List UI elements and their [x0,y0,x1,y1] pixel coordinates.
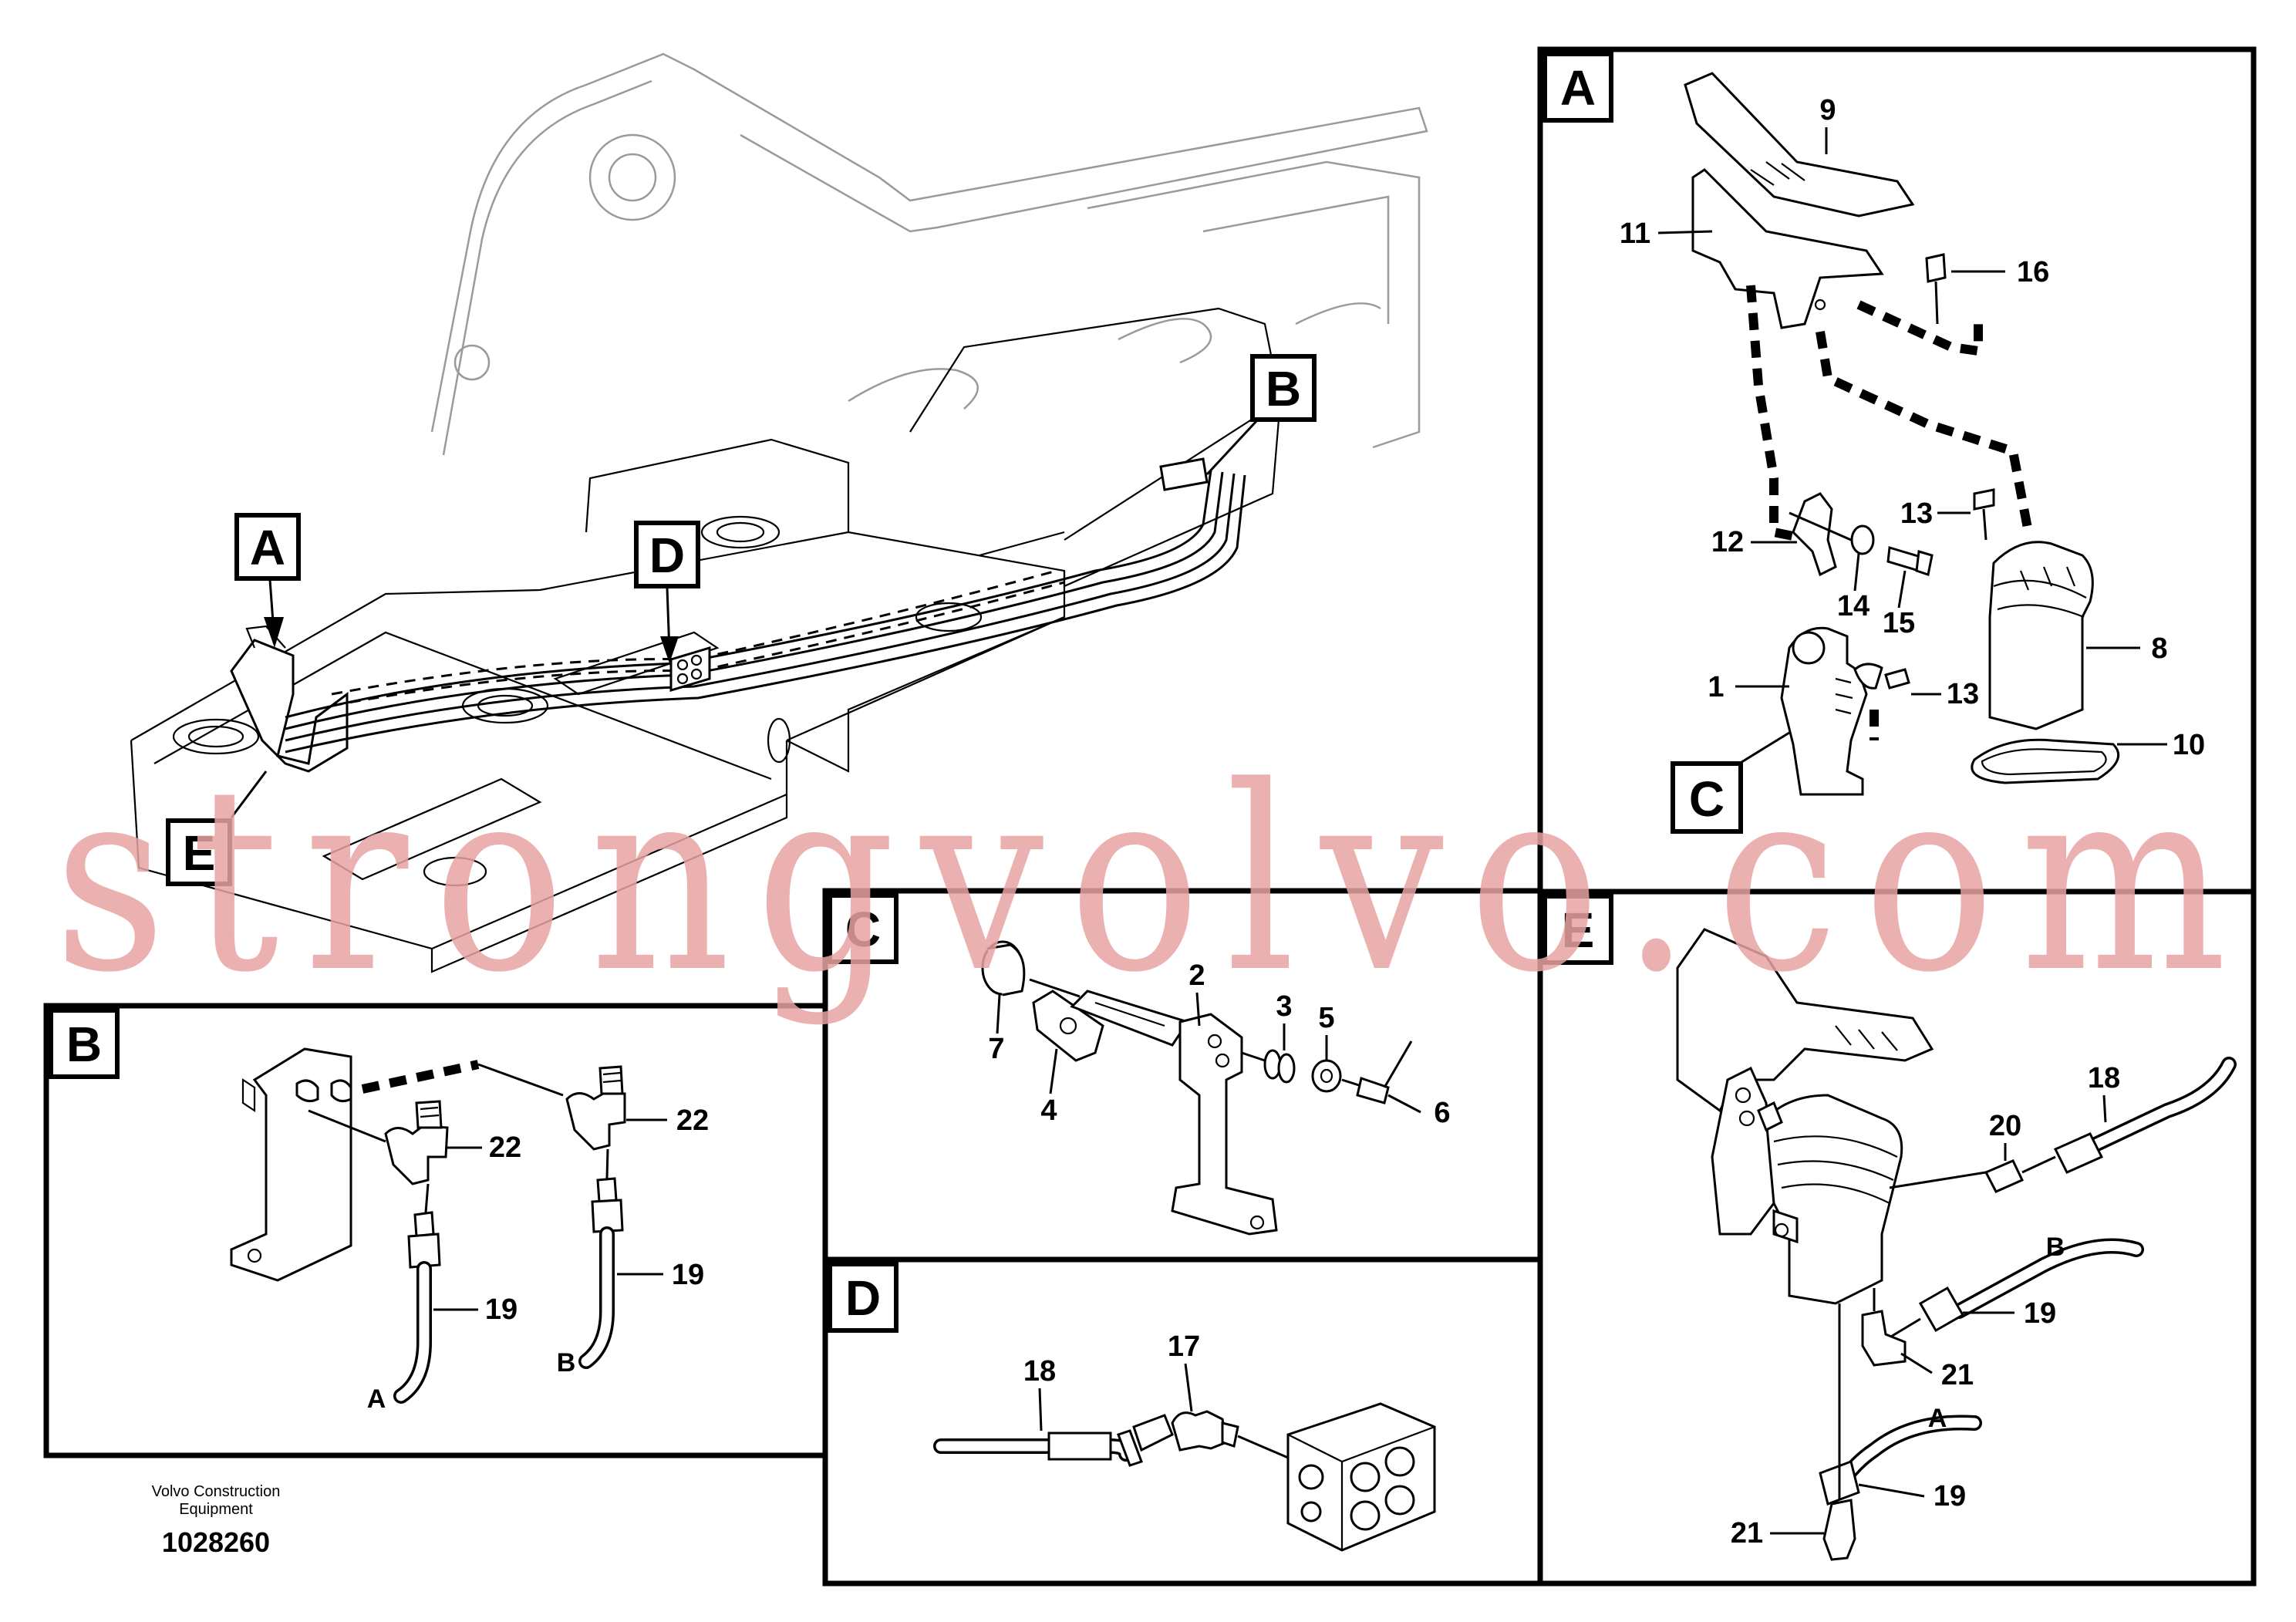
svg-text:D: D [649,528,685,583]
view-a-panel: A [1537,46,2257,895]
view-e-panel: E [1537,889,2257,1587]
svg-text:B: B [557,1348,576,1378]
svg-text:C: C [845,902,881,957]
svg-text:17: 17 [1168,1330,1200,1363]
svg-text:B: B [1266,361,1301,416]
drawing-number: 1028260 [162,1526,270,1558]
svg-text:E: E [1562,902,1595,958]
svg-text:22: 22 [676,1104,709,1137]
svg-text:18: 18 [1023,1355,1056,1388]
svg-text:19: 19 [672,1259,704,1291]
svg-text:13: 13 [1900,497,1933,530]
overview-callout-a[interactable]: A [234,513,301,648]
svg-text:18: 18 [2088,1062,2120,1094]
svg-text:12: 12 [1711,526,1744,558]
company-name-line2: Equipment [179,1501,253,1518]
svg-text:B: B [66,1017,102,1072]
svg-text:14: 14 [1837,590,1870,622]
svg-text:13: 13 [1947,678,1979,710]
svg-text:10: 10 [2173,729,2205,761]
overview-callout-b[interactable]: B [1205,354,1317,476]
overview-drawing [130,52,1428,973]
svg-text:21: 21 [1731,1517,1763,1549]
svg-text:21: 21 [1941,1359,1974,1391]
view-d-labels: 18 17 [1023,1330,1200,1431]
svg-text:4: 4 [1040,1094,1057,1127]
view-a-callout-c[interactable]: C [1671,731,1790,834]
svg-text:16: 16 [2017,256,2049,288]
drawing-caption: Volvo Construction Equipment 1028260 [152,1483,281,1558]
view-d-panel: D [822,1256,1543,1587]
view-c-labels: 2 3 5 7 4 6 [988,959,1450,1129]
svg-text:22: 22 [489,1131,521,1164]
svg-text:A: A [250,520,285,575]
company-name-line1: Volvo Construction [152,1483,281,1500]
svg-text:20: 20 [1989,1110,2021,1142]
svg-text:15: 15 [1883,607,1915,639]
svg-text:E: E [183,825,216,881]
svg-text:7: 7 [988,1033,1004,1065]
svg-text:11: 11 [1620,218,1650,250]
svg-text:A: A [1560,60,1596,116]
view-a-labels: 9 11 16 13 12 14 15 8 1 13 10 [1620,94,2205,761]
svg-text:D: D [845,1270,881,1326]
watermark: strongvolvo.com [54,732,2252,1028]
svg-text:1: 1 [1708,671,1724,703]
view-b-labels: 22 22 19 19 A B [367,1104,709,1414]
svg-text:2: 2 [1188,959,1205,992]
svg-text:8: 8 [2151,632,2167,665]
overview-callout-e[interactable]: E [166,771,268,886]
svg-text:6: 6 [1434,1097,1450,1129]
svg-text:19: 19 [2024,1297,2056,1330]
svg-text:19: 19 [1934,1480,1966,1512]
svg-text:A: A [1928,1404,1947,1433]
svg-text:3: 3 [1276,990,1292,1023]
svg-text:B: B [2046,1233,2065,1262]
view-e-labels: 18 20 B 19 21 A 19 21 [1731,1062,2120,1549]
svg-text:5: 5 [1318,1002,1334,1034]
overview-callout-d[interactable]: D [634,521,700,663]
svg-text:19: 19 [485,1293,518,1326]
svg-text:9: 9 [1819,94,1836,126]
svg-text:A: A [367,1384,386,1414]
view-b-panel: B [43,1003,828,1458]
svg-text:C: C [1689,771,1725,827]
